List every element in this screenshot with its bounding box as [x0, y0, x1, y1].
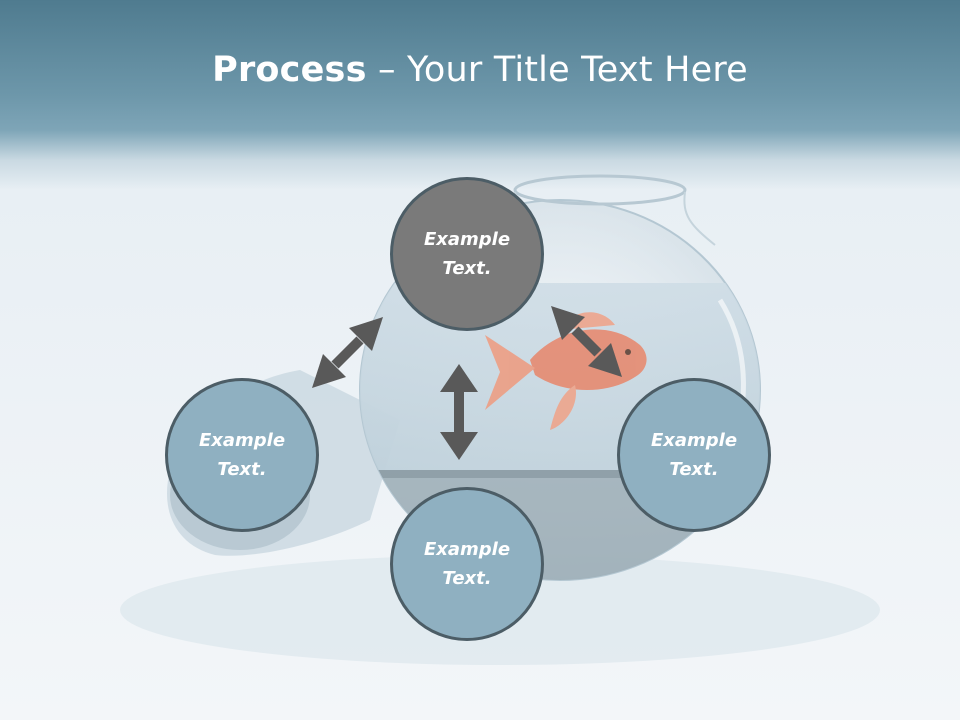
- process-node-bottom-text: Example Text.: [423, 539, 511, 589]
- process-node-left-text: Example Text.: [198, 430, 286, 480]
- title-rest: – Your Title Text Here: [366, 50, 748, 90]
- process-node-top: Example Text.: [390, 177, 544, 331]
- process-node-top-text: Example Text.: [423, 229, 511, 279]
- connector-arrow-top-left: [312, 317, 383, 388]
- process-node-right: Example Text.: [617, 378, 771, 532]
- connector-arrow-top-right: [551, 306, 622, 377]
- title-strong: Process: [212, 50, 367, 90]
- process-node-left: Example Text.: [165, 378, 319, 532]
- process-node-right-text: Example Text.: [650, 430, 738, 480]
- slide-title: Process – Your Title Text Here: [0, 50, 960, 90]
- process-node-bottom: Example Text.: [390, 487, 544, 641]
- connector-arrow-vertical: [440, 364, 478, 460]
